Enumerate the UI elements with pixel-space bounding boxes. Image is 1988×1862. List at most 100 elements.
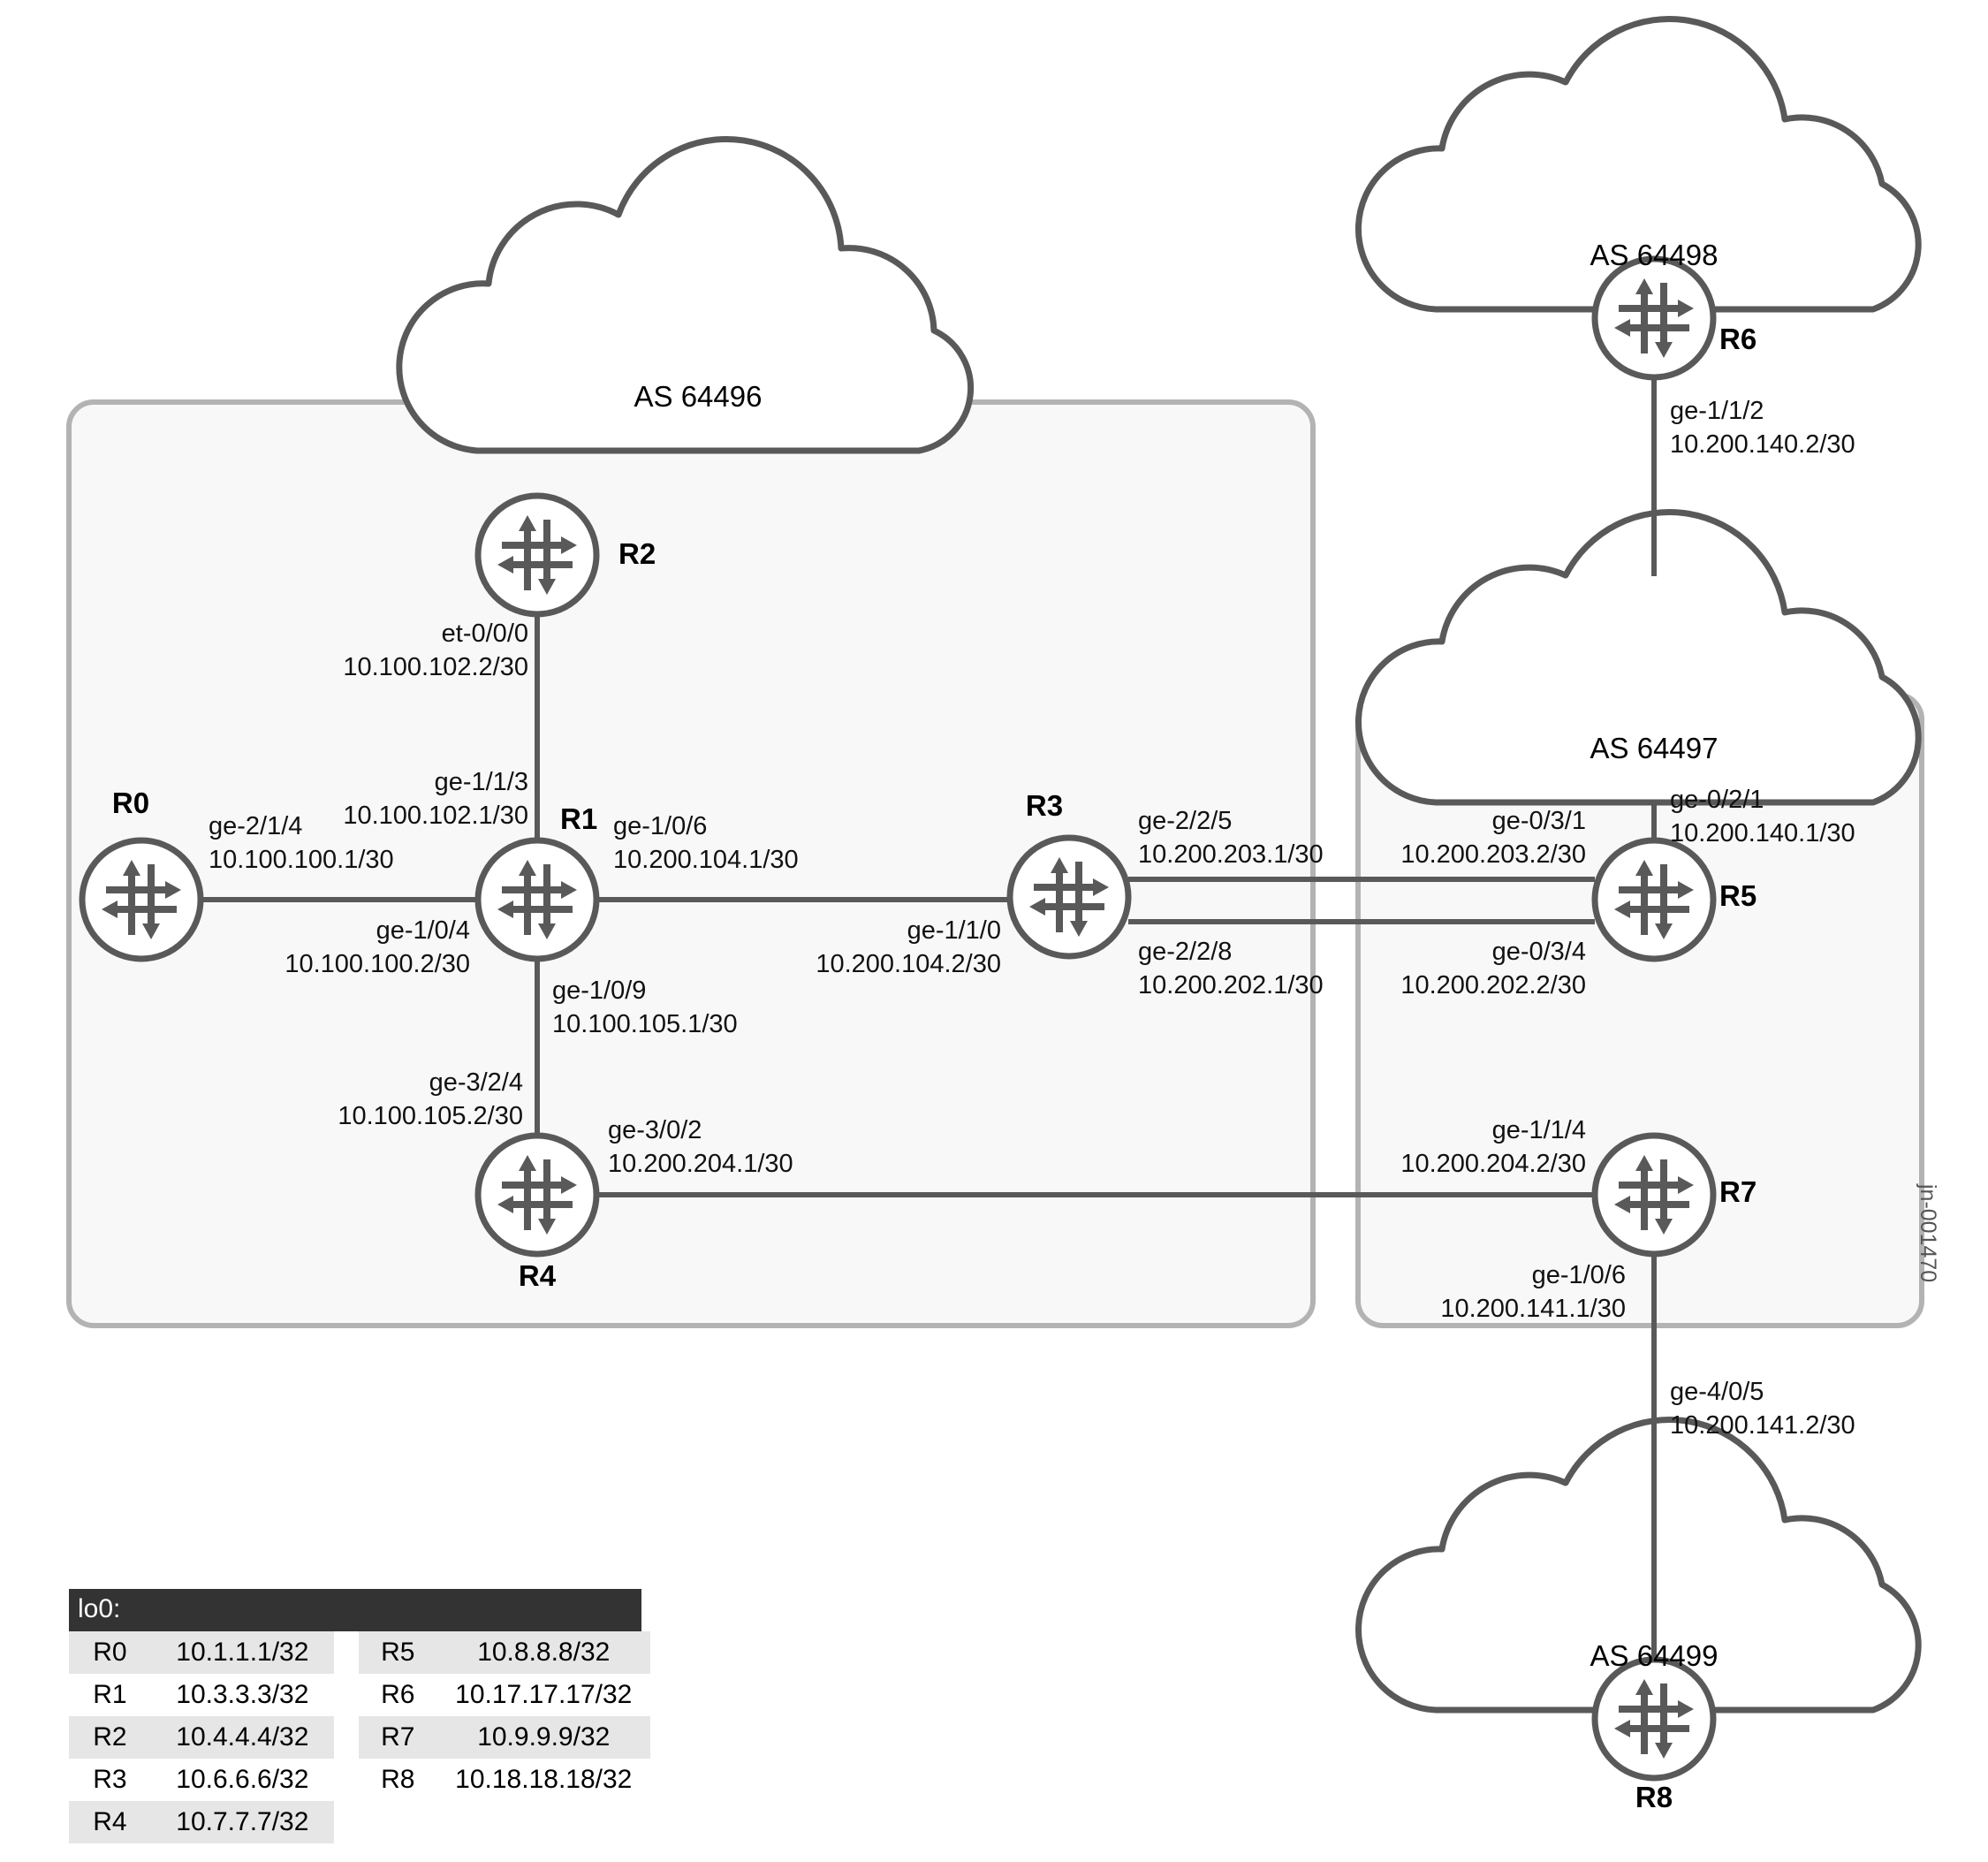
loopback-table-left: R0 10.1.1.1/32 R1 10.3.3.3/32 R2 10.4.4.… [69, 1631, 334, 1843]
address-cell: 10.4.4.4/32 [150, 1716, 334, 1759]
interface-name: ge-1/1/3 [434, 768, 528, 796]
interface-label-r6-ge112: ge-1/1/2 10.200.140.2/30 [1670, 394, 1855, 461]
interface-label-r4-ge302: ge-3/0/2 10.200.204.1/30 [608, 1113, 793, 1181]
table-row: R8 10.18.18.18/32 [359, 1759, 650, 1801]
interface-address: 10.200.202.2/30 [1400, 971, 1586, 999]
interface-label-r3-ge110: ge-1/1/0 10.200.104.2/30 [816, 914, 1001, 981]
interface-name: ge-0/3/1 [1491, 807, 1586, 835]
table-row: R1 10.3.3.3/32 [69, 1674, 334, 1716]
table-row: R5 10.8.8.8/32 [359, 1631, 650, 1674]
interface-address: 10.200.141.2/30 [1670, 1411, 1855, 1440]
interface-address: 10.100.102.2/30 [343, 653, 528, 681]
interface-address: 10.200.104.1/30 [613, 846, 799, 874]
interface-label-r2-et0: et-0/0/0 10.100.102.2/30 [343, 617, 528, 684]
cloud-as64496 [396, 135, 975, 454]
loopback-table-title: lo0: [69, 1589, 641, 1631]
router-node-R0[interactable] [79, 837, 204, 962]
interface-name: ge-4/0/5 [1670, 1378, 1764, 1406]
router-label-R4: R4 [518, 1259, 557, 1292]
interface-label-r3-ge225: ge-2/2/5 10.200.203.1/30 [1138, 804, 1324, 871]
router-cell: R5 [359, 1631, 437, 1674]
router-cell: R8 [359, 1759, 437, 1801]
interface-name: ge-2/2/5 [1138, 807, 1233, 835]
router-label-R5: R5 [1719, 879, 1757, 912]
interface-label-r5-ge021: ge-0/2/1 10.200.140.1/30 [1670, 783, 1855, 850]
interface-name: ge-1/0/4 [376, 916, 470, 945]
address-cell: 10.7.7.7/32 [150, 1801, 334, 1843]
interface-address: 10.200.141.1/30 [1440, 1295, 1626, 1323]
cloud-label-as64498: AS 64498 [1590, 239, 1719, 271]
interface-name: ge-1/0/6 [1531, 1261, 1626, 1289]
interface-label-r0-ge214: ge-2/1/4 10.100.100.1/30 [209, 809, 394, 877]
address-cell: 10.3.3.3/32 [150, 1674, 334, 1716]
interface-address: 10.100.100.2/30 [285, 950, 470, 978]
cloud-as64499 [1355, 1417, 1922, 1714]
router-node-R8[interactable] [1591, 1656, 1717, 1782]
router-nodes [79, 255, 1717, 1782]
router-cell: R2 [69, 1716, 151, 1759]
router-label-R1: R1 [560, 802, 598, 835]
router-label-R3: R3 [1025, 789, 1064, 822]
interface-name: ge-1/1/2 [1670, 397, 1764, 425]
table-row: R3 10.6.6.6/32 [69, 1759, 334, 1801]
interface-address: 10.200.204.1/30 [608, 1150, 793, 1178]
table-row: R6 10.17.17.17/32 [359, 1674, 650, 1716]
interface-address: 10.200.104.2/30 [816, 950, 1001, 978]
router-node-R2[interactable] [474, 492, 600, 618]
router-label-R6: R6 [1719, 323, 1757, 355]
interface-name: ge-0/2/1 [1670, 786, 1764, 814]
router-label-R0: R0 [111, 787, 150, 819]
router-node-R5[interactable] [1591, 837, 1717, 962]
loopback-address-table: lo0: R0 10.1.1.1/32 R1 10.3.3.3/32 R2 10… [69, 1589, 650, 1843]
interface-label-r4-ge324: ge-3/2/4 10.100.105.2/30 [338, 1066, 523, 1133]
cloud-label-as64497: AS 64497 [1590, 732, 1719, 764]
interface-name: ge-1/1/4 [1491, 1116, 1586, 1144]
interface-name: ge-1/0/9 [552, 977, 647, 1005]
interface-label-r8-ge405: ge-4/0/5 10.200.141.2/30 [1670, 1375, 1855, 1442]
domain-regions [66, 399, 1924, 1328]
interface-label-r1-ge109: ge-1/0/9 10.100.105.1/30 [552, 974, 738, 1041]
interface-name: ge-3/0/2 [608, 1116, 702, 1144]
address-cell: 10.1.1.1/32 [150, 1631, 334, 1674]
interface-name: ge-2/1/4 [209, 812, 303, 840]
interface-label-r7-ge106: ge-1/0/6 10.200.141.1/30 [1440, 1258, 1626, 1326]
router-cell: R1 [69, 1674, 151, 1716]
cloud-label-as64499: AS 64499 [1590, 1639, 1719, 1672]
router-node-R4[interactable] [474, 1132, 600, 1258]
interface-label-r1-ge113: ge-1/1/3 10.100.102.1/30 [343, 765, 528, 832]
interface-name: ge-1/0/6 [613, 812, 708, 840]
cloud-as64498 [1355, 16, 1922, 313]
interface-address: 10.100.100.1/30 [209, 846, 394, 874]
address-cell: 10.17.17.17/32 [436, 1674, 650, 1716]
figure-id: jn-001470 [1916, 1184, 1940, 1283]
interface-label-r3-ge228: ge-2/2/8 10.200.202.1/30 [1138, 935, 1324, 1002]
table-row: R2 10.4.4.4/32 [69, 1716, 334, 1759]
address-cell: 10.8.8.8/32 [436, 1631, 650, 1674]
loopback-table-right: R5 10.8.8.8/32 R6 10.17.17.17/32 R7 10.9… [359, 1631, 650, 1801]
address-cell: 10.18.18.18/32 [436, 1759, 650, 1801]
interface-label-r1-ge106: ge-1/0/6 10.200.104.1/30 [613, 809, 799, 877]
interface-label-r7-ge114: ge-1/1/4 10.200.204.2/30 [1400, 1113, 1586, 1181]
links [201, 377, 1657, 1660]
address-cell: 10.9.9.9/32 [436, 1716, 650, 1759]
interface-address: 10.200.140.2/30 [1670, 430, 1855, 459]
interface-address: 10.100.102.1/30 [343, 802, 528, 830]
interface-address: 10.200.203.1/30 [1138, 840, 1324, 869]
interface-address: 10.200.203.2/30 [1400, 840, 1586, 869]
router-node-R3[interactable] [1006, 834, 1132, 960]
router-cell: R6 [359, 1674, 437, 1716]
table-row: R4 10.7.7.7/32 [69, 1801, 334, 1843]
router-cell: R7 [359, 1716, 437, 1759]
cloud-label-as64496: AS 64496 [634, 380, 763, 413]
router-node-R7[interactable] [1591, 1132, 1717, 1258]
router-cell: R0 [69, 1631, 151, 1674]
interface-address: 10.200.204.2/30 [1400, 1150, 1586, 1178]
interface-address: 10.200.140.1/30 [1670, 819, 1855, 847]
router-node-R6[interactable] [1591, 255, 1717, 381]
cloud-as64497 [1355, 509, 1922, 806]
router-node-R1[interactable] [474, 837, 600, 962]
interface-name: ge-1/1/0 [907, 916, 1001, 945]
interface-name: ge-3/2/4 [429, 1068, 523, 1097]
